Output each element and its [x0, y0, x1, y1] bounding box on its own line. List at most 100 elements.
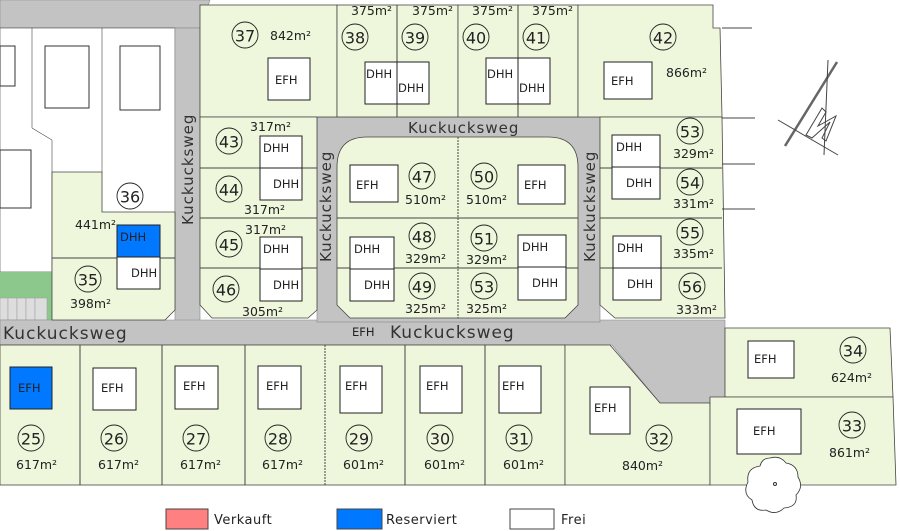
plot-number: 27 [186, 430, 206, 449]
house-type-label: DHH [616, 140, 642, 154]
house-type-label: EFH [502, 379, 525, 393]
reserved-house-25 [9, 366, 53, 410]
plot-number-circle [408, 162, 436, 190]
plot-area: 842m² [270, 28, 311, 43]
house-type-label: DHH [398, 81, 424, 95]
plot-area: 840m² [622, 458, 663, 473]
street-name: Kuckucksweg [3, 324, 128, 344]
house-footprint [517, 164, 566, 205]
plot-number: 37 [235, 27, 255, 46]
plot-number: 40 [466, 29, 486, 48]
plot-number-circle [231, 21, 259, 49]
house-type-label: DHH [354, 242, 380, 256]
plot-area: 375m² [472, 3, 513, 18]
legend-swatch-reserved [336, 508, 383, 530]
plot-number: 28 [268, 430, 288, 449]
house-type-label: EFH [524, 178, 547, 192]
house-type-label: DHH [364, 278, 390, 292]
house-type-label: EFH [18, 381, 41, 395]
plot-number: 56 [682, 278, 702, 297]
street-name: Kuckucksweg [317, 151, 335, 262]
plot-number: 53 [680, 123, 700, 142]
plot-area: 617m² [262, 457, 303, 472]
plot-area: 866m² [666, 65, 707, 80]
house-footprint [364, 61, 398, 105]
plot-boundary [577, 4, 723, 118]
plot-number: 41 [526, 29, 546, 48]
house-type-label: DHH [519, 81, 545, 95]
plot-area: 861m² [829, 445, 870, 460]
plot-number: 42 [653, 29, 673, 48]
plot-area: 617m² [16, 457, 57, 472]
house-footprint [589, 386, 631, 435]
plot-number: 31 [509, 430, 529, 449]
house-footprint [396, 61, 430, 105]
house-type-label: DHH [273, 177, 299, 191]
plot-number-circle [264, 424, 292, 452]
house-footprint [339, 365, 383, 414]
plot-number-circle [470, 162, 498, 190]
plot-number-circle [426, 424, 454, 452]
street-name: Kuckucksweg [408, 119, 519, 137]
plot-area: 375m² [351, 3, 392, 18]
house-footprint [517, 57, 551, 105]
plot-number: 32 [649, 430, 669, 449]
plot-area: 398m² [70, 296, 111, 311]
house-type-label: EFH [345, 379, 368, 393]
house-type-label: EFH [611, 74, 634, 88]
plot-area: 325m² [466, 301, 507, 316]
plot-number: 36 [120, 188, 140, 207]
plot-number: 26 [104, 430, 124, 449]
plot-number: 43 [219, 133, 239, 152]
plot-number-circle [838, 411, 866, 439]
plot-number-circle [470, 224, 498, 252]
plot-number: 49 [412, 278, 432, 297]
house-type-label: EFH [356, 178, 379, 192]
plot-number-circle [116, 182, 144, 210]
rect-shape [16, 297, 27, 321]
plot-number-circle [215, 127, 243, 155]
text-shape: EFH [352, 325, 375, 339]
plot-number: 55 [680, 224, 700, 243]
house-type-label: DHH [131, 266, 157, 280]
plot-area: 305m² [242, 304, 283, 319]
plot-number-circle [645, 424, 673, 452]
rect-shape [0, 297, 9, 321]
tree-icon [745, 456, 801, 513]
legend-label-sold: Verkauft [214, 513, 272, 528]
plot-number-circle [401, 23, 429, 51]
plot-number-circle [215, 175, 243, 203]
rect-shape [44, 45, 90, 109]
rect-shape [25, 297, 36, 321]
house-type-label: DHH [366, 67, 392, 81]
existing-buildings [0, 0, 211, 321]
plot-number: 30 [430, 430, 450, 449]
path-shape [745, 456, 801, 513]
house-type-label: DHH [273, 278, 299, 292]
house-footprint [349, 236, 395, 270]
house-footprint [174, 365, 219, 410]
street-name: Kuckucksweg [581, 151, 599, 262]
polygon-shape [805, 107, 837, 142]
north-arrow-icon [777, 59, 839, 156]
legend-swatch-free [509, 508, 555, 530]
plot-number: 35 [78, 271, 98, 290]
house-footprint [92, 367, 137, 411]
house-footprint [498, 365, 542, 414]
plot-area: 317m² [245, 222, 286, 237]
plot-number-circle [470, 272, 498, 300]
plot-area: 329m² [673, 146, 714, 161]
legend: Verkauft Reserviert Frei [165, 508, 586, 530]
house-type-label: EFH [183, 379, 206, 393]
plot-number: 34 [843, 342, 863, 361]
street-name: Kuckucksweg [179, 114, 197, 225]
house-type-label: DHH [263, 242, 289, 256]
house-type-label: DHH [522, 240, 548, 254]
plot-area: 329m² [466, 252, 507, 267]
house-footprint [259, 167, 303, 201]
line-shape [777, 119, 839, 156]
rect-shape [34, 297, 48, 321]
plot-area: 624m² [831, 370, 872, 385]
